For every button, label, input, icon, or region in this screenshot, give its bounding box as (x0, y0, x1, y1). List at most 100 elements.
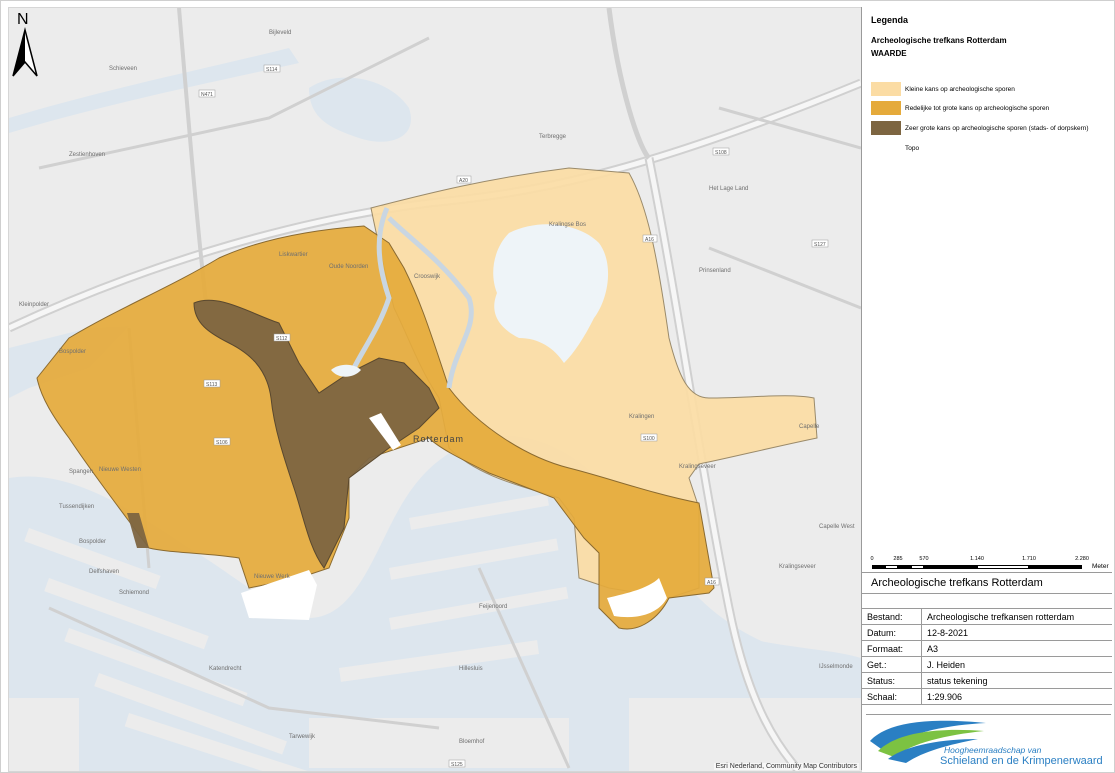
svg-text:Feijenoord: Feijenoord (479, 604, 507, 610)
river-nieuwe-maas (9, 326, 861, 771)
logo-text-line2: Schieland en de Krimpenerwaard (940, 755, 1103, 767)
map-canvas[interactable]: Bijleveld Schieveen Zestienhoven Kleinpo… (8, 7, 862, 772)
meta-value: A3 (921, 640, 1112, 657)
svg-text:Prinsenland: Prinsenland (699, 268, 731, 274)
svg-text:S106: S106 (216, 440, 228, 446)
road-shields: A20 A16 S127 S108 S112 S113 S106 S100 N4… (198, 64, 829, 768)
svg-text:Kralingse Bos: Kralingse Bos (549, 222, 586, 228)
svg-text:S112: S112 (276, 336, 288, 342)
svg-text:Bijleveld: Bijleveld (269, 30, 291, 36)
svg-text:A20: A20 (459, 178, 468, 184)
svg-text:S100: S100 (643, 436, 655, 442)
scale-tick: 2.280 (1075, 556, 1089, 562)
svg-text:Delfshaven: Delfshaven (89, 569, 119, 575)
svg-text:S127: S127 (814, 242, 826, 248)
waterboard-logo-icon (870, 720, 986, 763)
legend-item-high: Zeer grote kans op archeologische sporen… (871, 121, 1089, 135)
svg-text:S125: S125 (451, 762, 463, 768)
svg-text:Kralingseveer: Kralingseveer (679, 464, 716, 470)
table-row: Schaal: 1:29.906 (862, 688, 1112, 705)
city-label: Rotterdam (413, 434, 465, 444)
zone-high-chance[interactable] (193, 299, 440, 569)
scale-bar: 0 285 570 1.140 1.710 2.280 Meter (869, 556, 1112, 574)
svg-text:Schiemond: Schiemond (119, 590, 149, 596)
svg-text:Kleinpolder: Kleinpolder (19, 302, 49, 308)
svg-text:Zestienhoven: Zestienhoven (69, 152, 105, 158)
svg-text:Tussendijken: Tussendijken (59, 504, 94, 510)
meta-key: Datum: (862, 624, 922, 641)
scale-tick: 570 (919, 556, 929, 562)
table-row: Formaat: A3 (862, 640, 1112, 657)
scale-tick: 1.710 (1022, 556, 1036, 562)
lake-kralingse-plas (493, 224, 609, 363)
svg-text:Tarwewijk: Tarwewijk (289, 734, 316, 740)
svg-text:A16: A16 (645, 237, 654, 243)
meta-value: J. Heiden (921, 656, 1112, 673)
basemap: Bijleveld Schieveen Zestienhoven Kleinpo… (9, 8, 861, 771)
river-rotte (351, 207, 474, 389)
svg-text:Liskwartier: Liskwartier (279, 252, 308, 258)
logo-text-line1: Hoogheemraadschap van (944, 745, 1042, 755)
scale-unit: Meter (1092, 563, 1109, 570)
legend-field-name: WAARDE (871, 49, 907, 58)
metadata-table: Bestand: Archeologische trefkansen rotte… (862, 608, 1112, 705)
map-title: Archeologische trefkans Rotterdam (871, 577, 1043, 589)
svg-text:Terbregge: Terbregge (539, 134, 567, 140)
svg-text:S113: S113 (206, 382, 218, 388)
white-area-south-east (607, 578, 667, 618)
legend-swatch-moderate (871, 101, 901, 115)
meta-key: Formaat: (862, 640, 922, 657)
map-attribution: Esri Nederland, Community Map Contributo… (713, 763, 859, 770)
svg-text:Crooswijk: Crooswijk (414, 274, 441, 280)
svg-text:N471: N471 (201, 92, 213, 98)
white-area-south-west (241, 570, 317, 620)
table-row: Status: status tekening (862, 672, 1112, 689)
meta-value: 12-8-2021 (921, 624, 1112, 641)
svg-text:Schieveen: Schieveen (109, 66, 137, 72)
zone-high-chance-small[interactable] (127, 513, 149, 548)
svg-text:Nieuwe Werk: Nieuwe Werk (254, 574, 291, 580)
svg-text:S108: S108 (715, 150, 727, 156)
legend-label-topo: Topo (905, 144, 920, 152)
svg-text:Hillesluis: Hillesluis (459, 666, 483, 672)
svg-text:Kralingen: Kralingen (629, 414, 654, 420)
table-row: Bestand: Archeologische trefkansen rotte… (862, 608, 1112, 625)
legend-layer-name: Archeologische trefkans Rotterdam (871, 36, 1007, 45)
svg-text:Spangen: Spangen (69, 469, 93, 475)
water-binnenrotte (331, 364, 361, 377)
svg-text:Oude Noorden: Oude Noorden (329, 264, 368, 270)
legend-label-high: Zeer grote kans op archeologische sporen… (905, 124, 1089, 132)
north-arrow-icon: N (12, 11, 38, 77)
table-row: Datum: 12-8-2021 (862, 624, 1112, 641)
svg-text:IJsselmonde: IJsselmonde (819, 664, 853, 670)
meta-value: 1:29.906 (921, 688, 1112, 705)
svg-text:Capelle: Capelle (799, 424, 820, 430)
table-row: Get.: J. Heiden (862, 656, 1112, 673)
scale-tick: 1.140 (970, 556, 984, 562)
legend-item-low: Kleine kans op archeologische sporen (871, 82, 1015, 96)
meta-key: Bestand: (862, 608, 922, 625)
svg-text:Kralingseveer: Kralingseveer (779, 564, 816, 570)
scale-tick: 285 (893, 556, 903, 562)
svg-text:Capelle West: Capelle West (819, 524, 855, 530)
river-south-water (569, 528, 861, 708)
meta-key: Status: (862, 672, 922, 689)
legend-label-moderate: Redelijke tot grote kans op archeologisc… (905, 104, 1050, 112)
legend-item-moderate: Redelijke tot grote kans op archeologisc… (871, 101, 1049, 115)
svg-text:Katendrecht: Katendrecht (209, 666, 242, 672)
meta-key: Schaal: (862, 688, 922, 705)
svg-text:Nieuwe Westen: Nieuwe Westen (99, 467, 141, 473)
svg-text:Bloemhof: Bloemhof (459, 739, 485, 745)
meta-key: Get.: (862, 656, 922, 673)
place-labels: Bijleveld Schieveen Zestienhoven Kleinpo… (19, 30, 855, 745)
legend-item-topo: Topo (871, 141, 919, 155)
svg-text:Het Lage Land: Het Lage Land (709, 186, 748, 192)
legend-title: Legenda (871, 15, 909, 25)
meta-value: Archeologische trefkansen rotterdam (921, 608, 1112, 625)
legend-swatch-topo (871, 141, 901, 155)
svg-text:Bospolder: Bospolder (59, 349, 86, 355)
svg-text:A16: A16 (707, 580, 716, 586)
legend-label-low: Kleine kans op archeologische sporen (905, 85, 1015, 93)
scale-tick: 0 (870, 556, 874, 562)
meta-value: status tekening (921, 672, 1112, 689)
